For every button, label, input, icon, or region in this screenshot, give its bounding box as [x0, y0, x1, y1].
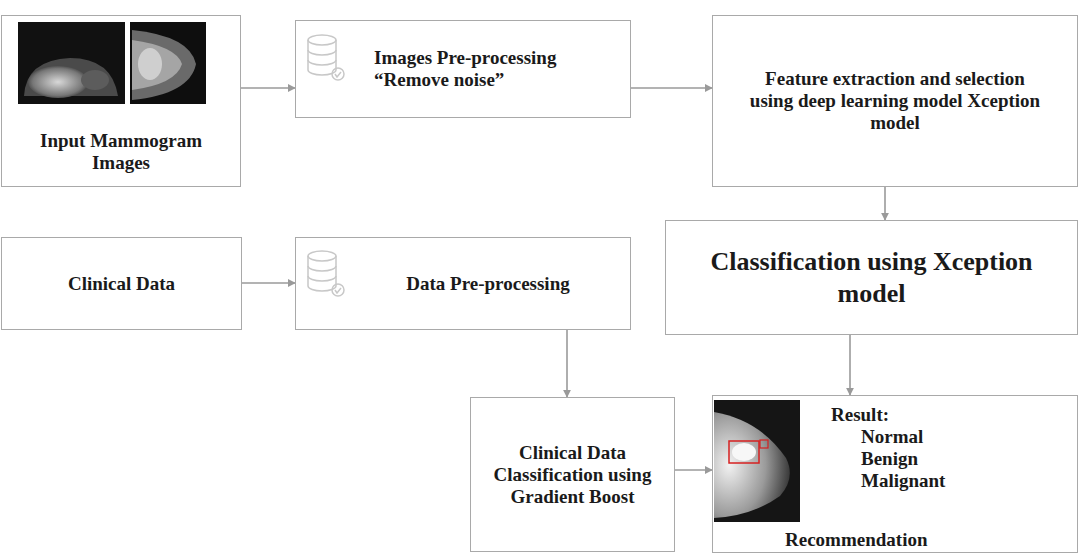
mammogram-thumbnail — [18, 22, 125, 104]
process-box: Data Pre-processing — [295, 237, 631, 330]
node-label: Data Pre-processing — [406, 273, 569, 295]
database-icon — [308, 251, 344, 296]
process-box: Images Pre-processing “Remove noise” — [295, 20, 631, 118]
node-label: Clinical Data — [68, 273, 175, 295]
input-box: Clinical Data — [1, 237, 242, 330]
flow-arrow — [849, 335, 851, 395]
mammogram-thumbnail — [130, 22, 206, 104]
node-label: Feature extraction and selection using d… — [747, 68, 1043, 134]
classification-box: Classification using Xception model — [665, 220, 1078, 335]
result-heading: Result: — [831, 404, 889, 426]
flow-arrow — [631, 87, 712, 89]
class-label: Malignant — [861, 470, 945, 492]
process-box: Feature extraction and selection using d… — [712, 15, 1078, 187]
class-label: Normal — [861, 426, 923, 448]
node-label: Classification using Xception model — [680, 246, 1063, 310]
node-label: Clinical Data Classification using Gradi… — [487, 442, 658, 508]
flow-arrow — [884, 187, 886, 220]
input-box: Input Mammogram Images — [1, 15, 241, 187]
recommendation-label: Recommendation — [785, 529, 927, 551]
node-label: Input Mammogram Images — [12, 130, 230, 174]
process-box: Clinical Data Classification using Gradi… — [470, 397, 675, 552]
node-label: Images Pre-processing “Remove noise” — [374, 47, 620, 91]
flow-arrow — [241, 87, 295, 89]
flow-arrow — [242, 282, 295, 284]
flow-arrow — [566, 330, 568, 397]
result-mammogram — [714, 400, 800, 522]
flow-arrow — [675, 469, 712, 471]
database-icon — [308, 35, 344, 80]
result-box: Result:NormalBenignMalignantRecommendati… — [712, 395, 1078, 553]
class-label: Benign — [861, 448, 918, 470]
